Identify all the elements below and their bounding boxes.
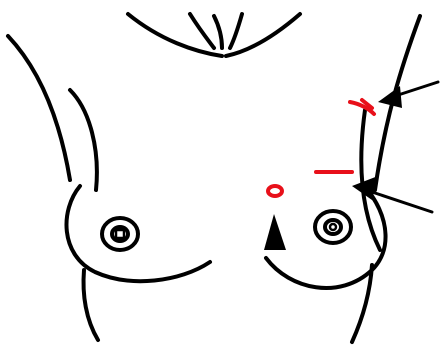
upper-arrow-head bbox=[378, 86, 402, 108]
left-lower-torso bbox=[84, 270, 98, 340]
neck-left-line bbox=[128, 14, 222, 56]
left-arm-outline bbox=[8, 36, 70, 180]
right-nipple bbox=[330, 224, 336, 230]
neck-inner-left-stroke bbox=[190, 14, 214, 48]
left-torso-line bbox=[70, 90, 97, 190]
left-areola bbox=[102, 218, 138, 250]
incision-circle-mark bbox=[268, 186, 282, 196]
right-areola bbox=[315, 211, 351, 243]
neck-inner-right-stroke bbox=[230, 14, 242, 48]
left-nipple bbox=[116, 230, 124, 238]
right-nipple-ring bbox=[325, 220, 341, 234]
incision-arrowhead bbox=[264, 214, 286, 250]
neck-center-stroke bbox=[214, 16, 222, 48]
